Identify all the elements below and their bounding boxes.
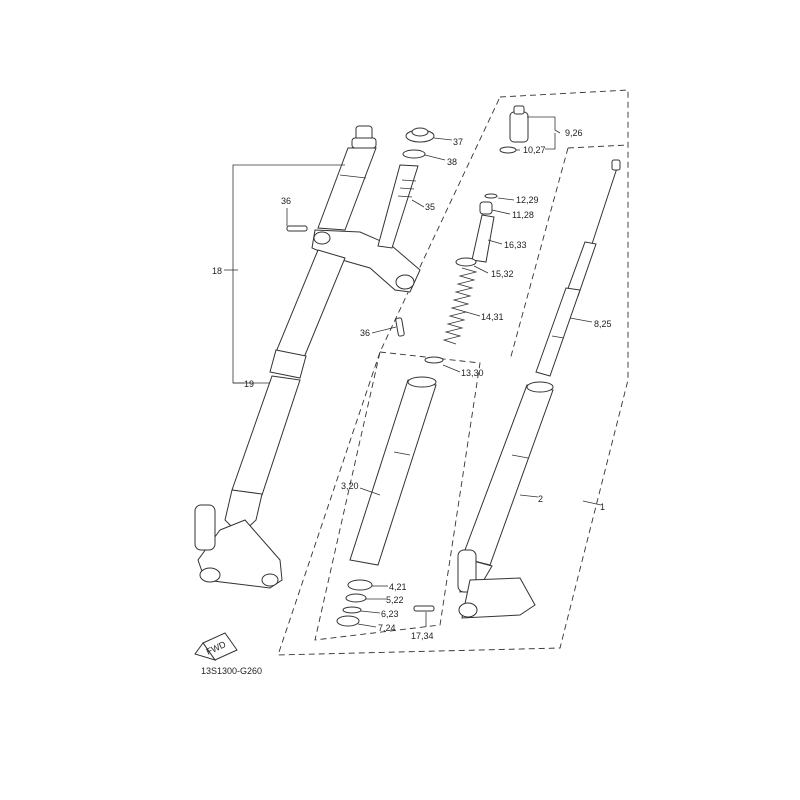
fork-spring-14-31 bbox=[442, 267, 478, 345]
leader-lines bbox=[224, 116, 602, 628]
bracket-18-19 bbox=[232, 164, 345, 384]
callout-17-34: 17,34 bbox=[411, 631, 434, 641]
callout-18: 18 bbox=[212, 266, 222, 276]
assembled-fork bbox=[194, 125, 421, 589]
callout-7-24: 7,24 bbox=[378, 623, 396, 633]
callout-36-top: 36 bbox=[281, 196, 291, 206]
clip-6-23 bbox=[342, 606, 362, 614]
circlip-12-29 bbox=[484, 193, 498, 199]
group-outline-fork-assembly bbox=[277, 89, 629, 656]
o-ring-10-27 bbox=[499, 146, 517, 154]
callout-36-bottom: 36 bbox=[360, 328, 370, 338]
spring-seat-15-32 bbox=[455, 257, 477, 267]
washer-38 bbox=[402, 149, 426, 159]
outer-tube-1 bbox=[457, 381, 554, 619]
callout-11-28: 11,28 bbox=[512, 210, 534, 220]
fwd-arrow-icon: FWD bbox=[194, 632, 238, 661]
damper-rod-8-25 bbox=[535, 159, 621, 377]
callout-37: 37 bbox=[453, 137, 463, 147]
collar-11-28 bbox=[479, 201, 493, 215]
diagram-code: 13S1300-G260 bbox=[201, 666, 262, 676]
callout-3-20: 3,20 bbox=[341, 481, 359, 491]
callout-9-26: 9,26 bbox=[565, 128, 583, 138]
callout-2: 2 bbox=[538, 494, 543, 504]
callout-19: 19 bbox=[244, 379, 254, 389]
dust-seal-7-24 bbox=[336, 615, 360, 627]
steering-nut-37 bbox=[405, 127, 435, 143]
callout-13-30: 13,30 bbox=[461, 368, 484, 378]
callout-6-23: 6,23 bbox=[381, 609, 399, 619]
washer-13-30 bbox=[424, 356, 444, 364]
callout-1: 1 bbox=[600, 502, 605, 512]
callout-38: 38 bbox=[447, 157, 457, 167]
callout-4-21: 4,21 bbox=[389, 582, 407, 592]
cap-bolt-9-26 bbox=[509, 105, 529, 143]
callout-12-29: 12,29 bbox=[516, 195, 539, 205]
inner-tube-3-20 bbox=[349, 376, 437, 566]
bolt-17-34 bbox=[413, 605, 435, 612]
callout-8-25: 8,25 bbox=[594, 319, 612, 329]
group-outline-damper-rod bbox=[509, 144, 629, 361]
callout-35: 35 bbox=[425, 202, 435, 212]
callout-15-32: 15,32 bbox=[491, 269, 514, 279]
group-outline-inner-tube bbox=[314, 351, 481, 641]
seal-5-22 bbox=[345, 593, 367, 603]
oil-seal-4-21 bbox=[347, 579, 373, 591]
callout-labels: 37 38 35 36 36 9,26 10,27 12,29 11,28 16… bbox=[212, 128, 612, 641]
callout-5-22: 5,22 bbox=[386, 595, 404, 605]
callout-16-33: 16,33 bbox=[504, 240, 527, 250]
callout-14-31: 14,31 bbox=[481, 312, 504, 322]
callout-10-27: 10,27 bbox=[523, 145, 546, 155]
spacer-16-33 bbox=[471, 214, 495, 263]
